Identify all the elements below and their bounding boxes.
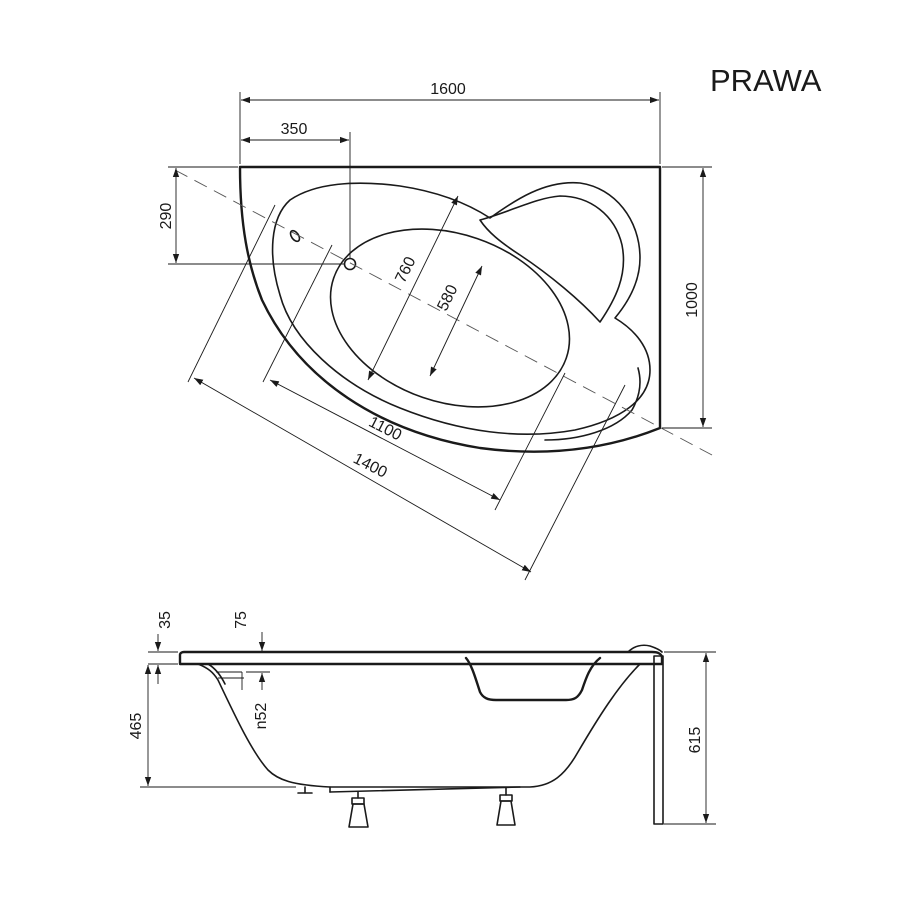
side-view-headrest-lip xyxy=(627,644,663,653)
dim-overall-width: 1600 xyxy=(430,81,466,98)
dim-line-inner-length xyxy=(193,377,532,573)
dim-basin-depth: 465 xyxy=(128,713,145,740)
dim-total-height: 615 xyxy=(687,727,704,754)
top-view-rim-contour xyxy=(271,181,651,436)
top-view-overflow-hole xyxy=(289,229,301,243)
dim-rim-thickness: 35 xyxy=(157,611,174,629)
side-label: PRAWA xyxy=(710,63,822,98)
side-view xyxy=(178,644,664,828)
dim-drain-offset-x: 350 xyxy=(281,121,308,138)
top-view-backrest-contour xyxy=(479,195,625,323)
top-view-drain xyxy=(343,257,357,271)
dim-inner-length: 1400 xyxy=(350,450,390,481)
dim-overflow-diameter: n52 xyxy=(253,703,270,730)
side-view-leg-left xyxy=(348,791,369,828)
side-view-inner-liner xyxy=(207,663,226,685)
side-view-leg-right xyxy=(496,787,516,826)
dim-overall-depth: 1000 xyxy=(684,282,701,318)
side-view-base-rail xyxy=(329,786,521,793)
dim-drain-offset-y: 290 xyxy=(158,203,175,230)
dim-line-basin-length xyxy=(269,379,501,501)
dim-basin-width: 580 xyxy=(434,282,461,314)
dim-inner-width: 760 xyxy=(392,254,419,286)
side-view-dimensions: 35 75 n52 465 615 xyxy=(128,611,716,825)
dim-line-inner-width xyxy=(367,195,459,381)
top-view-dimensions: 1600 350 290 1000 760 580 1100 1400 xyxy=(158,81,712,581)
side-view-front-panel xyxy=(653,655,664,825)
side-view-rim xyxy=(178,650,664,666)
top-view-center-axis xyxy=(174,169,713,456)
side-view-backrest xyxy=(464,656,602,702)
top-view-lower-edge xyxy=(544,367,641,441)
side-view-body xyxy=(197,663,641,788)
dim-line-basin-width xyxy=(429,265,483,377)
dim-overflow-offset: 75 xyxy=(233,611,250,629)
